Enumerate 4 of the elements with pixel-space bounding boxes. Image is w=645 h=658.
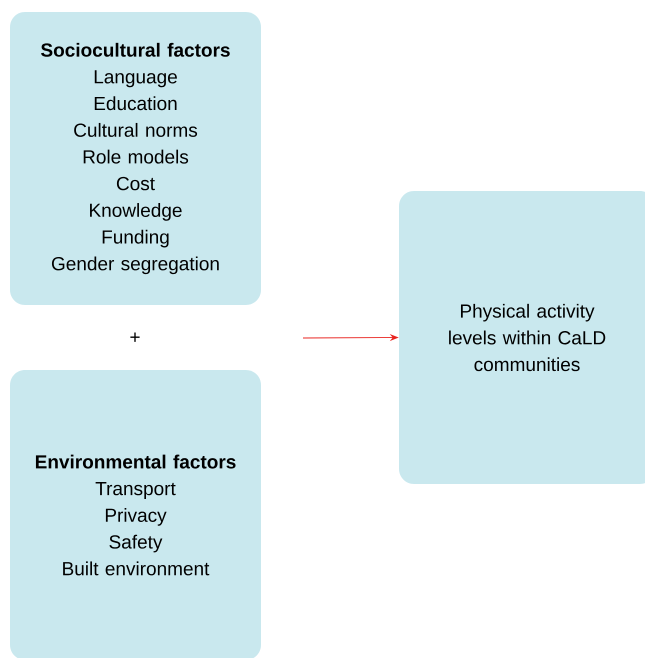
factor-box: Sociocultural factors Language Education Cultural norms Role models Cost Knowledge Funding Gender segregation (10, 12, 261, 305)
factor-box: Environmental factors Transport Privacy Safety Built environment (10, 370, 261, 658)
outcome-box: Physical activity levels within CaLD communities (399, 191, 645, 484)
plus-sign: + (130, 332, 140, 342)
